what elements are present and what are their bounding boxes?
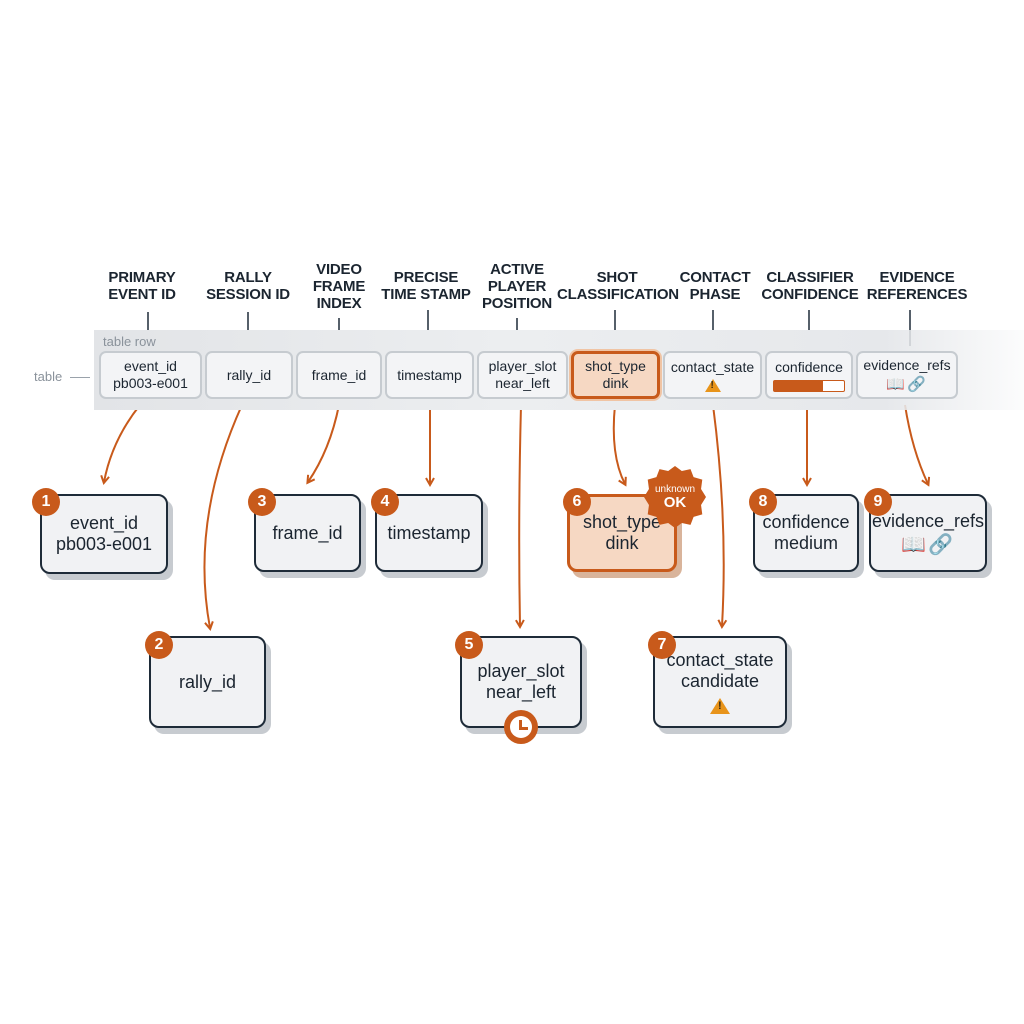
- clock-icon: [504, 710, 538, 744]
- table-row-label: table row: [103, 334, 156, 349]
- evidence-icons: 📖🔗: [901, 533, 955, 556]
- column-header-confidence: CLASSIFIER CONFIDENCE: [761, 269, 859, 303]
- table-label: table: [34, 369, 63, 384]
- cell-field-name: player_slot: [488, 358, 557, 374]
- cell-field-value: near_left: [495, 375, 550, 391]
- step-badge-5: 5: [455, 631, 483, 659]
- box-field-name: rally_id: [178, 671, 237, 692]
- cell-field-name: shot_type: [585, 358, 646, 374]
- seal-label: unknown: [654, 483, 696, 495]
- book-icon: 📖: [886, 376, 907, 393]
- box-field-value: near_left: [485, 682, 557, 702]
- arrow-1: [104, 404, 141, 482]
- box-field-name: shot_type: [582, 512, 662, 532]
- arrow-9: [904, 404, 928, 484]
- column-header-contact-state: CONTACT PHASE: [679, 269, 751, 303]
- box-field-value: dink: [605, 533, 639, 553]
- step-badge-1: 1: [32, 488, 60, 516]
- cell-contact-state[interactable]: contact_state !: [663, 351, 762, 399]
- column-header-event-id: PRIMARY EVENT ID: [108, 269, 176, 303]
- cell-field-name: rally_id: [226, 366, 272, 383]
- column-header-timestamp: PRECISE TIME STAMP: [381, 269, 471, 303]
- table-label-line: [70, 377, 90, 378]
- detail-box-contact-state[interactable]: contact_state candidate !: [653, 636, 787, 728]
- box-field-name: player_slot: [477, 661, 565, 681]
- cell-field-value: dink: [602, 375, 629, 391]
- cell-frame-id[interactable]: frame_id: [296, 351, 382, 399]
- step-badge-2: 2: [145, 631, 173, 659]
- box-field-name: confidence: [762, 512, 850, 532]
- arrow-5: [519, 404, 521, 626]
- cell-field-name: contact_state: [670, 358, 755, 375]
- warning-icon: !: [704, 378, 721, 392]
- cell-field-name: timestamp: [397, 366, 462, 383]
- column-header-player-slot: ACTIVE PLAYER POSITION: [481, 261, 553, 312]
- cell-confidence[interactable]: confidence: [765, 351, 853, 399]
- step-badge-8: 8: [749, 488, 777, 516]
- confidence-bar: [773, 379, 845, 392]
- box-field-name: event_id: [69, 513, 139, 533]
- detail-box-event-id[interactable]: event_id pb003-e001: [40, 494, 168, 574]
- confidence-bar-fill: [774, 380, 823, 391]
- book-icon: 📖: [901, 533, 928, 556]
- box-field-name: timestamp: [387, 522, 471, 543]
- cell-shot-type[interactable]: shot_type dink: [571, 351, 660, 399]
- cell-evidence-refs[interactable]: evidence_refs 📖🔗: [856, 351, 958, 399]
- detail-box-evidence-refs[interactable]: evidence_refs 📖🔗: [869, 494, 987, 572]
- arrow-3: [308, 404, 340, 482]
- column-header-frame-id: VIDEO FRAME INDEX: [312, 261, 366, 312]
- column-header-rally-id: RALLY SESSION ID: [206, 269, 290, 303]
- box-field-value: pb003-e001: [55, 534, 153, 554]
- cell-event-id[interactable]: event_id pb003-e001: [99, 351, 202, 399]
- step-badge-9: 9: [864, 488, 892, 516]
- cell-field-name: event_id: [124, 358, 177, 374]
- box-field-value: candidate: [680, 671, 760, 691]
- step-badge-3: 3: [248, 488, 276, 516]
- cell-timestamp[interactable]: timestamp: [385, 351, 474, 399]
- step-badge-7: 7: [648, 631, 676, 659]
- arrow-7: [712, 404, 724, 626]
- cell-field-name: confidence: [775, 358, 843, 375]
- column-header-evidence-refs: EVIDENCE REFERENCES: [866, 269, 968, 303]
- arrow-2: [203, 404, 243, 628]
- link-icon: 🔗: [907, 376, 928, 393]
- box-field-name: contact_state: [666, 650, 774, 670]
- warning-icon: !: [710, 698, 730, 714]
- arrow-6: [612, 404, 625, 484]
- box-field-name: evidence_refs: [871, 510, 985, 531]
- cell-field-name: evidence_refs: [863, 357, 951, 373]
- seal-status: OK: [663, 493, 687, 511]
- cell-player-slot[interactable]: player_slot near_left: [477, 351, 568, 399]
- link-icon: 🔗: [928, 533, 955, 556]
- column-header-shot-type: SHOT CLASSIFICATION: [557, 269, 679, 303]
- step-badge-4: 4: [371, 488, 399, 516]
- cell-rally-id[interactable]: rally_id: [205, 351, 293, 399]
- detail-box-timestamp[interactable]: timestamp: [375, 494, 483, 572]
- step-badge-6: 6: [563, 488, 591, 516]
- box-field-value: medium: [773, 533, 839, 553]
- cell-field-name: frame_id: [311, 366, 367, 383]
- cell-field-value: pb003-e001: [113, 375, 188, 391]
- box-field-name: frame_id: [272, 522, 343, 543]
- evidence-icons: 📖🔗: [886, 376, 927, 393]
